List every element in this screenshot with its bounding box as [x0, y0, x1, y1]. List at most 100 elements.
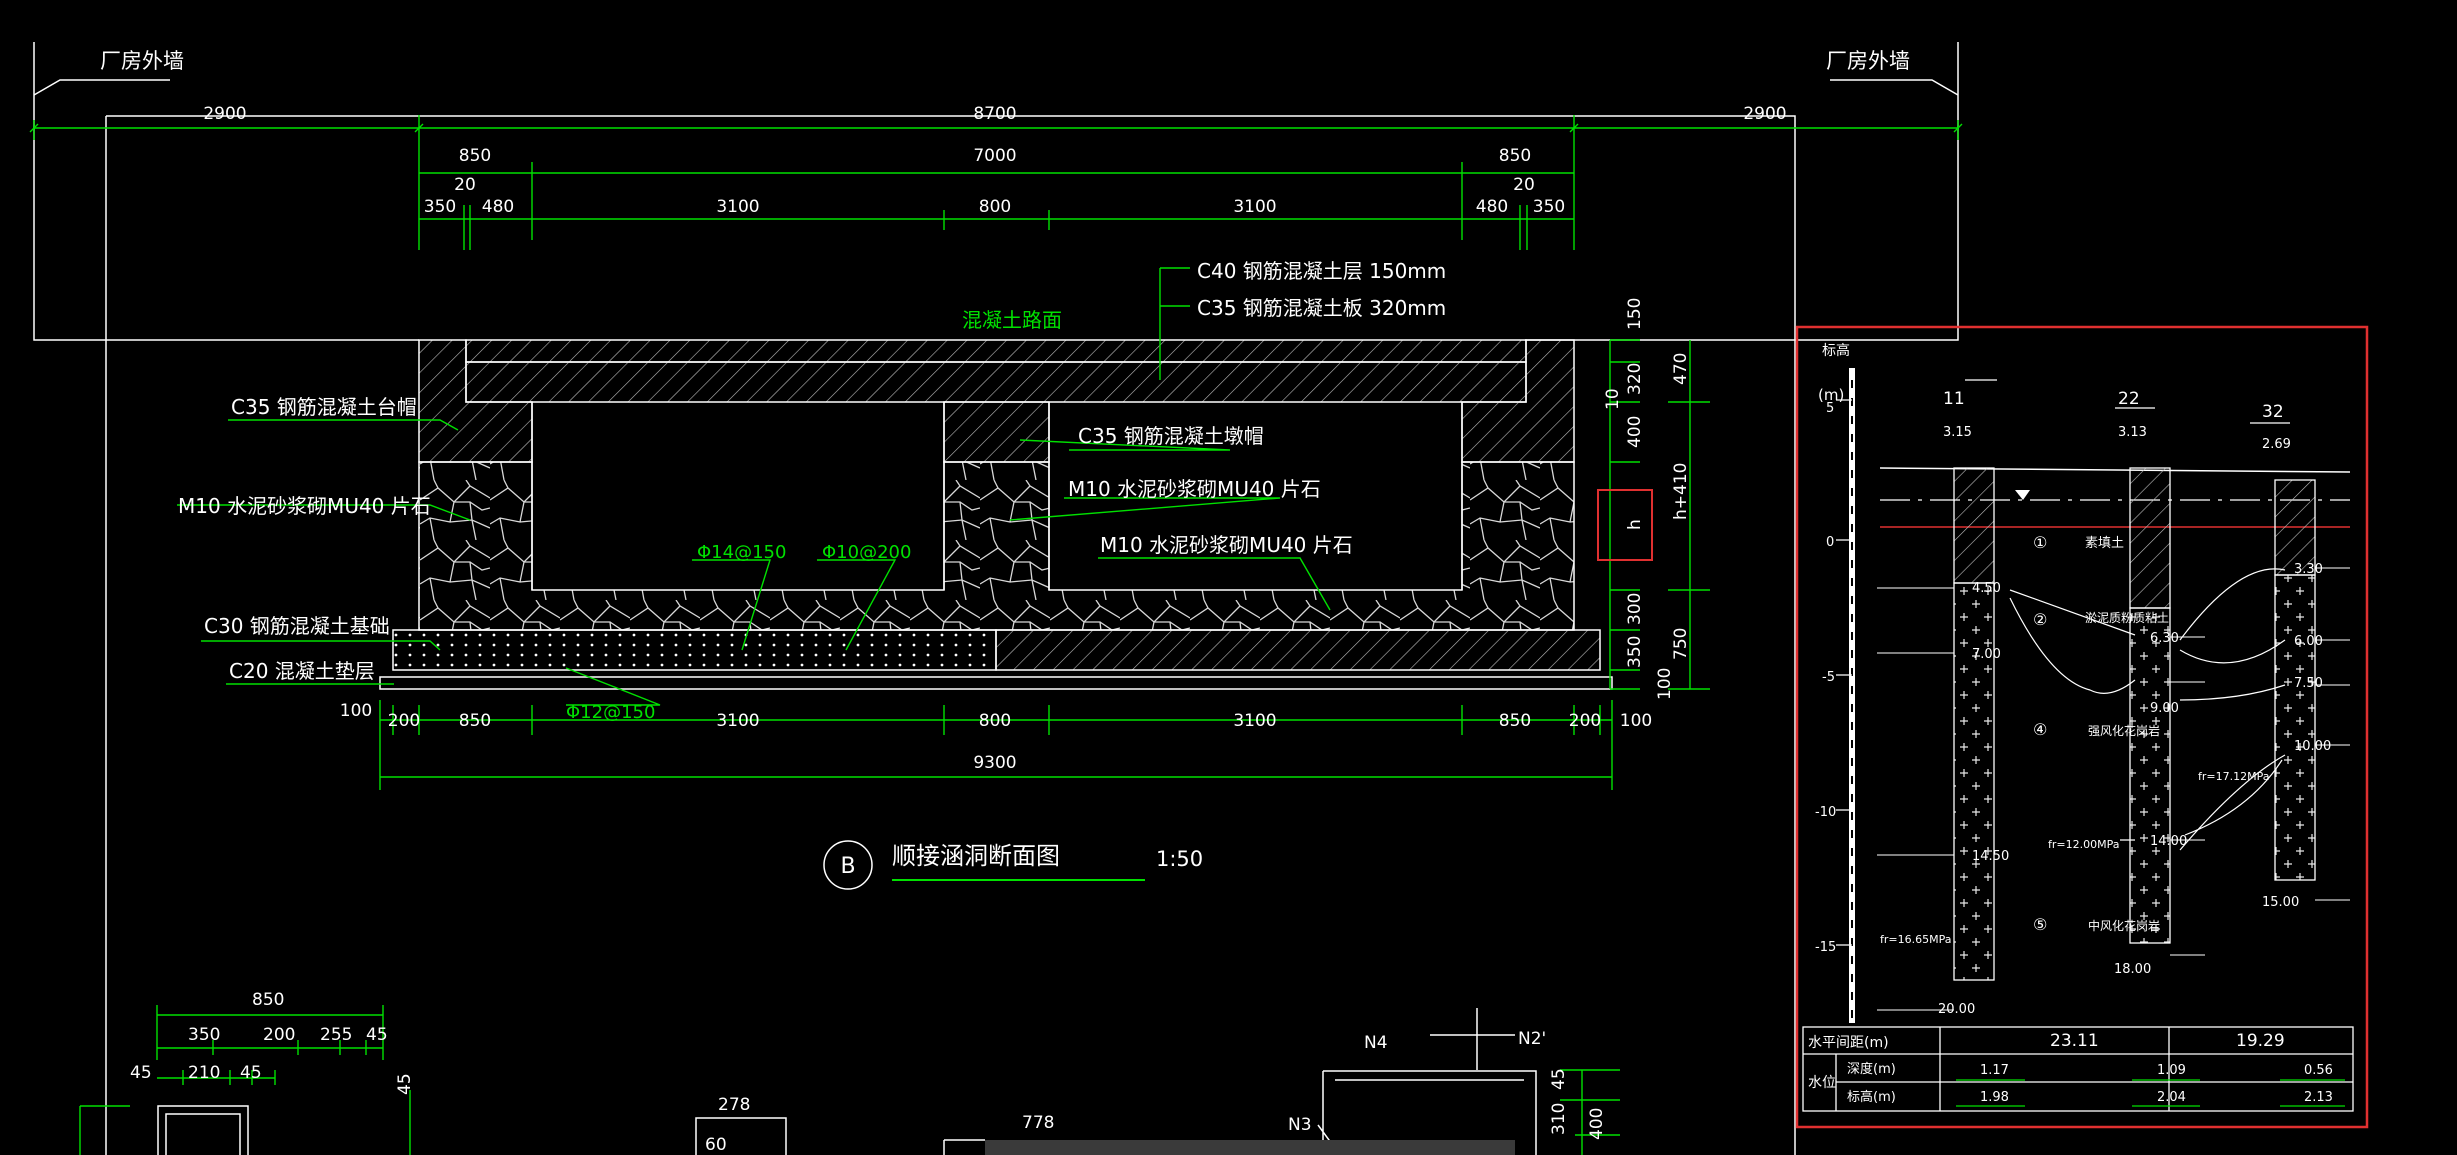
- layer-name-1: 素填土: [2085, 536, 2124, 551]
- label-n3: N3: [1288, 1115, 1312, 1135]
- dim-45-detail-b: 45: [130, 1063, 152, 1083]
- elev-axis-unit: (m): [1818, 386, 1844, 404]
- dim-850-b-left: 850: [459, 711, 491, 731]
- dim-200-detail: 200: [263, 1025, 295, 1045]
- layer-no-4: ④: [2033, 720, 2047, 739]
- dim-850-detail: 850: [252, 990, 284, 1010]
- layer-no-2: ②: [2033, 610, 2047, 629]
- h3-depth-2: 6.00: [2294, 634, 2323, 649]
- dim-400: 400: [1625, 416, 1645, 448]
- elev-tick-5: 5: [1826, 401, 1834, 416]
- dim-20-right: 20: [1513, 175, 1535, 195]
- dim-480-left: 480: [482, 197, 514, 217]
- dim-255-detail: 255: [320, 1025, 352, 1045]
- pier-cap-label: C35 钢筋混凝土墩帽: [1078, 424, 1264, 448]
- dim-800-b: 800: [979, 711, 1011, 731]
- bottom-dimension-texts: 100 200 850 3100 800 3100 850 200 100 93…: [340, 701, 1652, 773]
- lower-details: [79, 1005, 1620, 1155]
- boring-profile: [1802, 368, 2354, 1112]
- elev-axis-title: 标高: [1822, 342, 1850, 359]
- dim-45-detail-d: 45: [395, 1073, 415, 1095]
- h1-depth-1: 4.50: [1972, 581, 2001, 596]
- dim-850-b-right: 850: [1499, 711, 1531, 731]
- section-scale: 1:50: [1156, 847, 1203, 871]
- dim-h410: h+410: [1671, 463, 1691, 520]
- dim-45-detail-c: 45: [240, 1063, 262, 1083]
- fr-h3: fr=17.12MPa: [2198, 770, 2269, 783]
- dim-3100-right: 3100: [1233, 197, 1276, 217]
- dim-210-detail: 210: [188, 1063, 220, 1083]
- layer-name-4: 强风化花岗岩: [2088, 723, 2160, 738]
- table-depth-3: 0.56: [2304, 1063, 2333, 1078]
- top-dimension-lines: [29, 115, 1963, 250]
- lower-detail-shapes: [157, 1008, 1537, 1155]
- elev-tick--5: -5: [1822, 670, 1835, 685]
- fr-h2: fr=12.00MPa: [2048, 838, 2119, 851]
- dim-9300: 9300: [973, 753, 1016, 773]
- dim-310: 310: [1549, 1103, 1569, 1135]
- table-depth-2: 1.09: [2157, 1063, 2186, 1078]
- layer-no-1: ①: [2033, 533, 2047, 552]
- dim-3100-b-right: 3100: [1233, 711, 1276, 731]
- table-water-label: 水位: [1808, 1075, 1836, 1091]
- hole-elev-32: 2.69: [2262, 437, 2291, 452]
- h-dimension-highlight-box: [1597, 489, 1653, 561]
- hole-id-32: 32: [2262, 402, 2284, 422]
- drawing-frame: [33, 42, 1959, 1155]
- lower-detail-texts: 850 350 200 255 45 45 210 45 45 278 60 7…: [130, 990, 1607, 1155]
- table-elev-1: 1.98: [1980, 1090, 2009, 1105]
- h2-depth-2: 9.00: [2150, 701, 2179, 716]
- dim-45-right: 45: [1549, 1068, 1569, 1090]
- table-elev-label: 标高(m): [1847, 1089, 1896, 1105]
- right-dimension-texts: 150 470 320 10 400 h+410 h 300 750 350 1…: [1603, 298, 1691, 700]
- dim-20-left: 20: [454, 175, 476, 195]
- h3-depth-3: 7.50: [2294, 676, 2323, 691]
- section-name: 顺接涵洞断面图: [892, 842, 1060, 870]
- dim-2900-right: 2900: [1743, 104, 1786, 124]
- dim-300: 300: [1625, 593, 1645, 625]
- table-elev-3: 2.13: [2304, 1090, 2333, 1105]
- layer-name-5: 中风化花岗岩: [2088, 918, 2160, 933]
- dim-3100-left: 3100: [716, 197, 759, 217]
- right-dimension-lines: [1609, 339, 1710, 690]
- dim-45-detail-a: 45: [366, 1025, 388, 1045]
- wall-label-left: 厂房外墙: [100, 49, 184, 73]
- dim-100-v: 100: [1655, 668, 1675, 700]
- fr-h1: fr=16.65MPa: [1880, 933, 1951, 946]
- dim-400-right: 400: [1587, 1108, 1607, 1140]
- h1-depth-2: 7.00: [1972, 647, 2001, 662]
- rebar-label-14: Φ14@150: [697, 542, 786, 563]
- dim-470: 470: [1671, 353, 1691, 385]
- dim-350-left: 350: [424, 197, 456, 217]
- dim-480-right: 480: [1476, 197, 1508, 217]
- label-n4: N4: [1364, 1033, 1388, 1053]
- dim-850-right: 850: [1499, 146, 1531, 166]
- table-spacing-2: 19.29: [2236, 1031, 2285, 1051]
- h2-depth-1: 6.30: [2150, 631, 2179, 646]
- layer-name-2: 淤泥质粉质粘土: [2085, 610, 2169, 625]
- rebar-label-12: Φ12@150: [566, 702, 655, 723]
- table-elev-2: 2.04: [2157, 1090, 2186, 1105]
- section-title: B 顺接涵洞断面图 1:50: [823, 840, 1203, 890]
- dim-8700: 8700: [973, 104, 1016, 124]
- dim-7000: 7000: [973, 146, 1016, 166]
- table-depth-1: 1.17: [1980, 1063, 2009, 1078]
- rebar-label-10: Φ10@200: [822, 542, 911, 563]
- dim-100-b-right: 100: [1620, 711, 1652, 731]
- dim-200-b-left: 200: [388, 711, 420, 731]
- hole-elev-11: 3.15: [1943, 425, 1972, 440]
- wall-label-right: 厂房外墙: [1826, 49, 1910, 73]
- dim-3100-b-left: 3100: [716, 711, 759, 731]
- label-n2: N2': [1518, 1029, 1546, 1049]
- hole-id-11: 11: [1943, 389, 1965, 409]
- foundation-label: C30 钢筋混凝土基础: [204, 614, 390, 638]
- dim-350-v: 350: [1625, 636, 1645, 668]
- dim-350-right: 350: [1533, 197, 1565, 217]
- dim-2900-left: 2900: [203, 104, 246, 124]
- masonry-label-right: M10 水泥砂浆砌MU40 片石: [1100, 533, 1353, 557]
- elev-tick--15: -15: [1815, 940, 1836, 955]
- dim-778: 778: [1022, 1113, 1054, 1133]
- layer-no-5: ⑤: [2033, 915, 2047, 934]
- hole-id-22: 22: [2118, 389, 2140, 409]
